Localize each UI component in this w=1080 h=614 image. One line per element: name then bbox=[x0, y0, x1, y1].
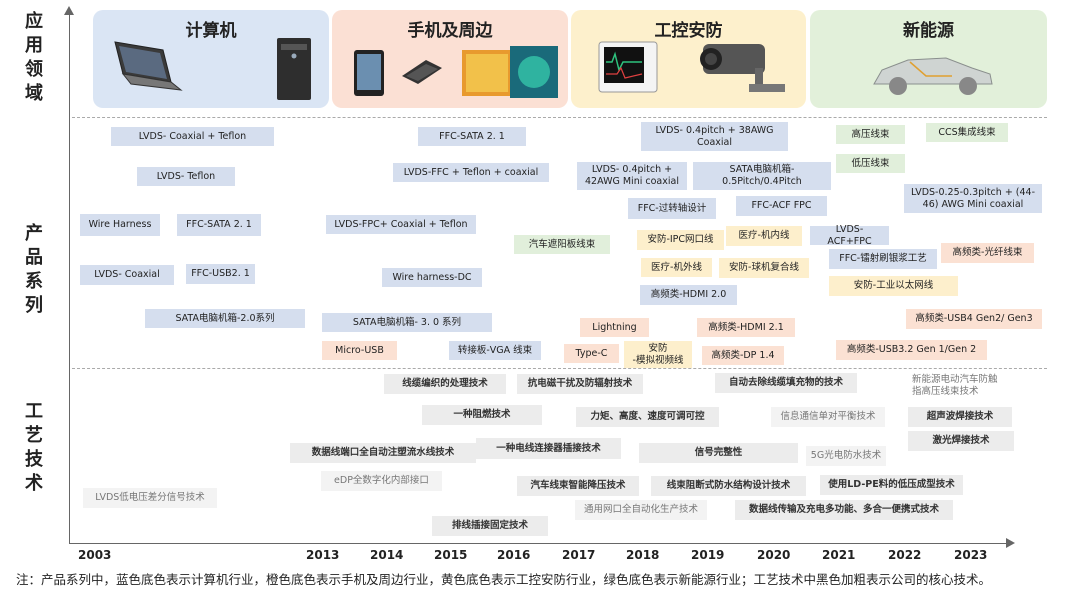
product-tag: LVDS-0.25-0.3pitch + (44- 46) AWG Mini c… bbox=[904, 184, 1042, 213]
product-tag: 高频类-HDMI 2.1 bbox=[697, 318, 795, 337]
product-tag: LVDS-ACF+FPC bbox=[810, 226, 889, 245]
product-tag: SATA电脑机箱- 0.5Pitch/0.4Pitch bbox=[693, 162, 831, 190]
product-tag: 高频类-USB4 Gen2/ Gen3 bbox=[906, 309, 1042, 329]
product-tag: LVDS-FFC + Teflon + coaxial bbox=[393, 163, 549, 182]
technology-tag: 信息通信单对平衡技术 bbox=[771, 407, 885, 427]
product-tag: 高压线束 bbox=[836, 125, 905, 144]
technology-tag: 激光焊接技术 bbox=[908, 431, 1014, 451]
technology-tag: 力矩、高度、速度可调可控 bbox=[576, 407, 719, 427]
technology-tag: 通用网口全自动化生产技术 bbox=[575, 500, 707, 520]
domain-title: 手机及周边 bbox=[332, 16, 568, 41]
technology-tag: 信号完整性 bbox=[639, 443, 798, 463]
product-tag: SATA电脑机箱- 3. 0 系列 bbox=[322, 313, 492, 332]
section-divider bbox=[72, 117, 1047, 118]
product-tag: 医疗-机外线 bbox=[641, 258, 712, 277]
year-label: 2014 bbox=[370, 548, 403, 562]
technology-tag: 自动去除线缆填充物的技术 bbox=[715, 373, 857, 393]
product-tag: Lightning bbox=[580, 318, 649, 337]
year-label: 2018 bbox=[626, 548, 659, 562]
year-label: 2017 bbox=[562, 548, 595, 562]
technology-tag: eDP全数字化内部接口 bbox=[321, 471, 442, 491]
product-tag: 安防 -模拟视频线 bbox=[624, 341, 692, 368]
product-tag: 安防-球机复合线 bbox=[719, 258, 809, 278]
year-label: 2015 bbox=[434, 548, 467, 562]
technology-tag: 数据线端口全自动注塑流水线技术 bbox=[290, 443, 476, 463]
footnote: 注：产品系列中，蓝色底色表示计算机行业，橙色底色表示手机及周边行业，黄色底色表示… bbox=[16, 570, 1066, 589]
product-tag: LVDS-FPC+ Coaxial + Teflon bbox=[326, 215, 476, 234]
desktop-tower-icon bbox=[271, 34, 317, 104]
technology-tag: 数据线传输及充电多功能、多合一便携式技术 bbox=[735, 500, 953, 520]
y-axis-arrow bbox=[64, 6, 74, 15]
technology-tag: 5G光电防水技术 bbox=[806, 446, 886, 466]
domain-panel-energy: 新能源 bbox=[810, 10, 1047, 108]
domain-panel-phone: 手机及周边 bbox=[332, 10, 568, 108]
technology-tag: 排线插接固定技术 bbox=[432, 516, 548, 536]
product-tag: LVDS- 0.4pitch + 42AWG Mini coaxial bbox=[577, 162, 687, 190]
product-tag: 安防-工业以太网线 bbox=[829, 276, 958, 296]
year-label: 2021 bbox=[822, 548, 855, 562]
product-tag: 高频类-USB3.2 Gen 1/Gen 2 bbox=[836, 340, 987, 360]
year-label: 2016 bbox=[497, 548, 530, 562]
product-tag: FFC-SATA 2. 1 bbox=[177, 214, 261, 236]
product-tag: 高频类-HDMI 2.0 bbox=[640, 285, 737, 305]
timeline-axis-line bbox=[69, 543, 1009, 544]
product-tag: 高频类-光纤线束 bbox=[941, 243, 1034, 263]
product-tag: 医疗-机内线 bbox=[726, 226, 802, 246]
year-label: 2022 bbox=[888, 548, 921, 562]
product-tag: FFC-USB2. 1 bbox=[186, 264, 255, 284]
product-tag: LVDS- 0.4pitch + 38AWG Coaxial bbox=[641, 122, 788, 151]
security-camera-icon bbox=[695, 38, 791, 100]
technology-tag: 线束阻断式防水结构设计技术 bbox=[651, 476, 806, 496]
y-axis-line bbox=[69, 12, 70, 544]
medical-monitor-icon bbox=[597, 40, 659, 98]
electric-car-icon bbox=[868, 44, 998, 100]
product-tag: FFC-镭射刷银浆工艺 bbox=[829, 249, 937, 269]
row-label-products: 产 品 系 列 bbox=[20, 222, 48, 318]
product-tag: 高频类-DP 1.4 bbox=[702, 346, 784, 365]
domain-title: 新能源 bbox=[810, 16, 1047, 41]
monitor-icon bbox=[460, 44, 560, 104]
product-tag: FFC-SATA 2. 1 bbox=[418, 127, 526, 146]
product-tag: CCS集成线束 bbox=[926, 123, 1008, 142]
technology-tag: 一种电线连接器插接技术 bbox=[476, 438, 621, 459]
product-tag: FFC-ACF FPC bbox=[736, 196, 827, 216]
technology-tag: 抗电磁干扰及防辐射技术 bbox=[517, 374, 643, 394]
technology-tag: 汽车线束智能降压技术 bbox=[517, 476, 639, 496]
row-label-technology: 工 艺 技 术 bbox=[20, 400, 48, 496]
domain-panel-security: 工控安防 bbox=[571, 10, 806, 108]
product-tag: Micro-USB bbox=[322, 341, 397, 360]
phone-icon bbox=[398, 56, 446, 88]
product-tag: LVDS- Coaxial + Teflon bbox=[111, 127, 274, 146]
product-tag: LVDS- Teflon bbox=[137, 167, 235, 186]
product-tag: 低压线束 bbox=[836, 154, 905, 173]
year-label: 2023 bbox=[954, 548, 987, 562]
product-tag: SATA电脑机箱-2.0系列 bbox=[145, 309, 305, 328]
year-label: 2003 bbox=[78, 548, 111, 562]
technology-tag: 一种阻燃技术 bbox=[422, 405, 542, 425]
product-tag: Wire Harness bbox=[80, 214, 160, 236]
timeline-axis-arrow bbox=[1006, 538, 1015, 548]
product-tag: 转接板-VGA 线束 bbox=[449, 341, 541, 360]
product-tag: 汽车遮阳板线束 bbox=[514, 235, 610, 254]
product-tag: LVDS- Coaxial bbox=[80, 265, 174, 285]
technology-tag: 新能源电动汽车防触 指高压线束技术 bbox=[908, 372, 1016, 400]
year-label: 2013 bbox=[306, 548, 339, 562]
technology-tag: LVDS低电压差分信号技术 bbox=[83, 488, 217, 508]
technology-tag: 超声波焊接技术 bbox=[908, 407, 1012, 427]
product-tag: FFC-过转轴设计 bbox=[628, 198, 716, 219]
product-tag: Wire harness-DC bbox=[382, 268, 482, 287]
year-label: 2020 bbox=[757, 548, 790, 562]
domain-panel-computer: 计算机 bbox=[93, 10, 329, 108]
product-tag: Type-C bbox=[564, 344, 619, 363]
section-divider bbox=[72, 368, 1047, 369]
year-label: 2019 bbox=[691, 548, 724, 562]
technology-tag: 使用LD-PE料的低压成型技术 bbox=[820, 475, 963, 495]
product-tag: 安防-IPC网口线 bbox=[637, 230, 724, 250]
row-label-application: 应 用 领 域 bbox=[20, 10, 48, 106]
laptop-icon bbox=[105, 38, 185, 98]
tablet-icon bbox=[352, 48, 386, 98]
technology-tag: 线缆编织的处理技术 bbox=[384, 374, 506, 394]
